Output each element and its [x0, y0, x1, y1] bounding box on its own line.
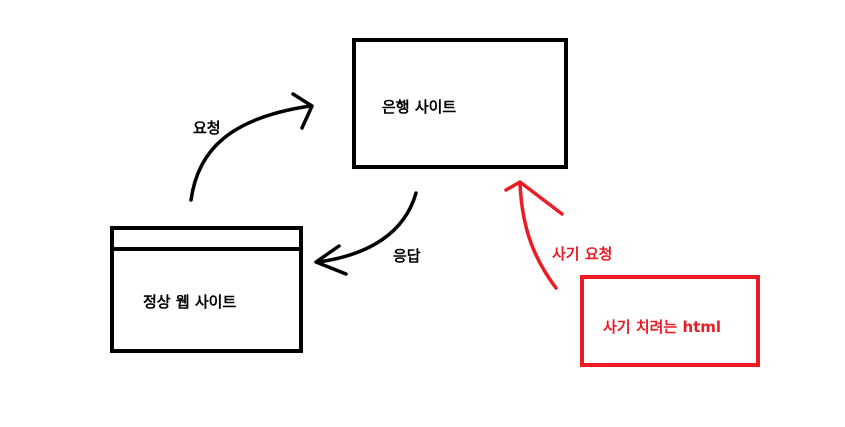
- bank-site-label: 은행 사이트: [382, 98, 457, 116]
- bank-site-box: [352, 38, 568, 169]
- request-label: 요청: [193, 119, 221, 137]
- phishing-request-arrow: [504, 180, 564, 290]
- normal-site-title-bar: [114, 247, 299, 251]
- response-label: 응답: [393, 247, 421, 265]
- request-arrow: [189, 92, 314, 202]
- phishing-html-box: [580, 275, 760, 367]
- normal-site-label: 정상 웹 사이트: [143, 293, 237, 311]
- normal-site-box: [110, 226, 303, 353]
- phishing-request-label: 사기 요청: [552, 245, 613, 263]
- phishing-html-label: 사기 치려는 html: [603, 318, 722, 336]
- response-arrow: [314, 191, 418, 276]
